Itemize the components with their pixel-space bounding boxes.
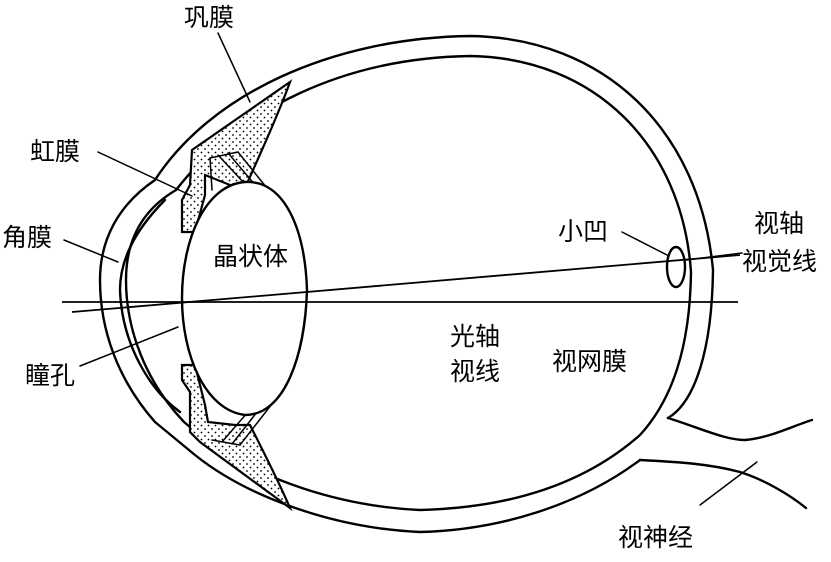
label-iris: 虹膜 bbox=[30, 137, 80, 166]
label-lens: 晶状体 bbox=[213, 242, 288, 271]
sclera-inner bbox=[124, 54, 693, 512]
label-retina: 视网膜 bbox=[552, 347, 627, 376]
label-visual-axis-top: 视轴 bbox=[754, 209, 804, 238]
cornea bbox=[118, 198, 182, 414]
fovea bbox=[665, 245, 687, 289]
label-sclera: 巩膜 bbox=[184, 3, 234, 32]
label-pupil: 瞳孔 bbox=[25, 361, 75, 390]
label-fovea: 小凹 bbox=[558, 217, 608, 246]
label-optical-axis-bottom: 视线 bbox=[450, 357, 500, 386]
leader-lines bbox=[63, 32, 758, 506]
sclera-outer bbox=[98, 34, 715, 534]
label-cornea: 角膜 bbox=[2, 223, 52, 252]
ciliary-body-bottom bbox=[180, 363, 293, 512]
label-optical-axis-top: 光轴 bbox=[450, 322, 500, 351]
ciliary-body-top bbox=[180, 79, 293, 234]
lens bbox=[180, 180, 309, 417]
label-optic-nerve: 视神经 bbox=[618, 523, 693, 552]
visual-axis-line bbox=[71, 254, 741, 313]
label-visual-axis-bottom: 视觉线 bbox=[742, 247, 817, 276]
optic-nerve bbox=[638, 416, 814, 510]
